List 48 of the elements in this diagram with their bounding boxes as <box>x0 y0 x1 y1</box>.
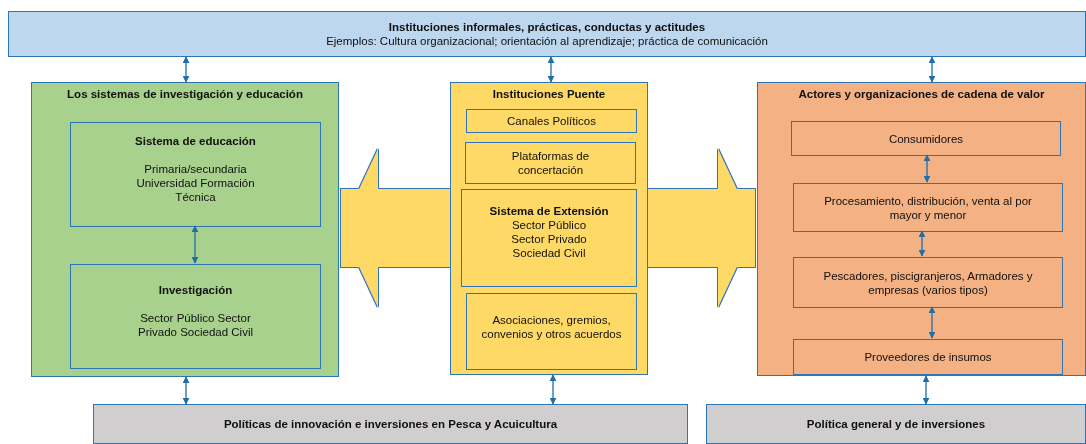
double-arrow <box>918 230 926 257</box>
text-box <box>70 122 321 227</box>
double-arrow <box>922 375 930 405</box>
double-arrow <box>928 56 936 83</box>
text-box <box>466 293 637 370</box>
double-arrow <box>182 376 190 405</box>
text-box <box>465 142 636 184</box>
box-text: Plataformas de concertación <box>510 149 591 177</box>
double-arrow <box>182 56 190 83</box>
block-arrow <box>648 149 755 307</box>
panel-title: Actores y organizaciones de cadena de valor <box>797 87 1046 101</box>
box-text: Pescadores, piscigranjeros, Armadores y empresas (varios tipos) <box>822 268 1034 297</box>
text-box <box>93 404 688 444</box>
text-box <box>793 339 1063 375</box>
block-arrow <box>341 149 450 307</box>
double-arrow <box>547 56 555 83</box>
text-box <box>793 257 1063 308</box>
text-box <box>70 264 321 369</box>
box-text: Políticas de innovación e inversiones en Pesca y Acuicultura <box>223 417 558 431</box>
double-arrow <box>549 374 557 405</box>
double-arrow <box>928 306 936 339</box>
box-text: Consumidores <box>888 131 964 146</box>
text-box <box>466 109 637 133</box>
group-panel <box>450 82 648 375</box>
box-text: Asociaciones, gremios, convenios y otros acuerdos <box>480 312 623 341</box>
double-arrow <box>923 154 931 183</box>
box-text: Primaria/secundaria Universidad Formación Técnica <box>135 161 256 204</box>
box-title: Instituciones informales, prácticas, conductas y actitudes <box>388 20 706 34</box>
box-text: Política general y de inversiones <box>806 417 986 431</box>
box-text: Canales Políticos <box>507 114 596 128</box>
panel-title: Instituciones Puente <box>491 87 607 101</box>
box-text: Sector Público Sector Privado Sociedad Civil <box>510 218 588 260</box>
box-text: Procesamiento, distribución, venta al por mayor y menor <box>823 193 1033 222</box>
double-arrow <box>191 225 199 264</box>
box-title: Sistema de Extensión <box>489 204 609 218</box>
box-title: Investigación <box>158 282 233 297</box>
panel-title: Los sistemas de investigación y educación <box>66 87 304 101</box>
text-box <box>706 404 1086 444</box>
group-panel <box>31 82 339 377</box>
text-box <box>793 183 1063 232</box>
box-text: Proveedores de insumos <box>864 350 992 364</box>
text-box <box>8 11 1086 57</box>
text-box <box>461 189 637 287</box>
box-text: Ejemplos: Cultura organizacional; orientación al aprendizaje; práctica de comunicación <box>326 34 768 48</box>
text-box <box>791 121 1061 156</box>
group-panel <box>757 82 1086 376</box>
box-title: Sistema de educación <box>135 133 256 148</box>
box-text: Sector Público Sector Privado Sociedad Civil <box>136 310 255 339</box>
